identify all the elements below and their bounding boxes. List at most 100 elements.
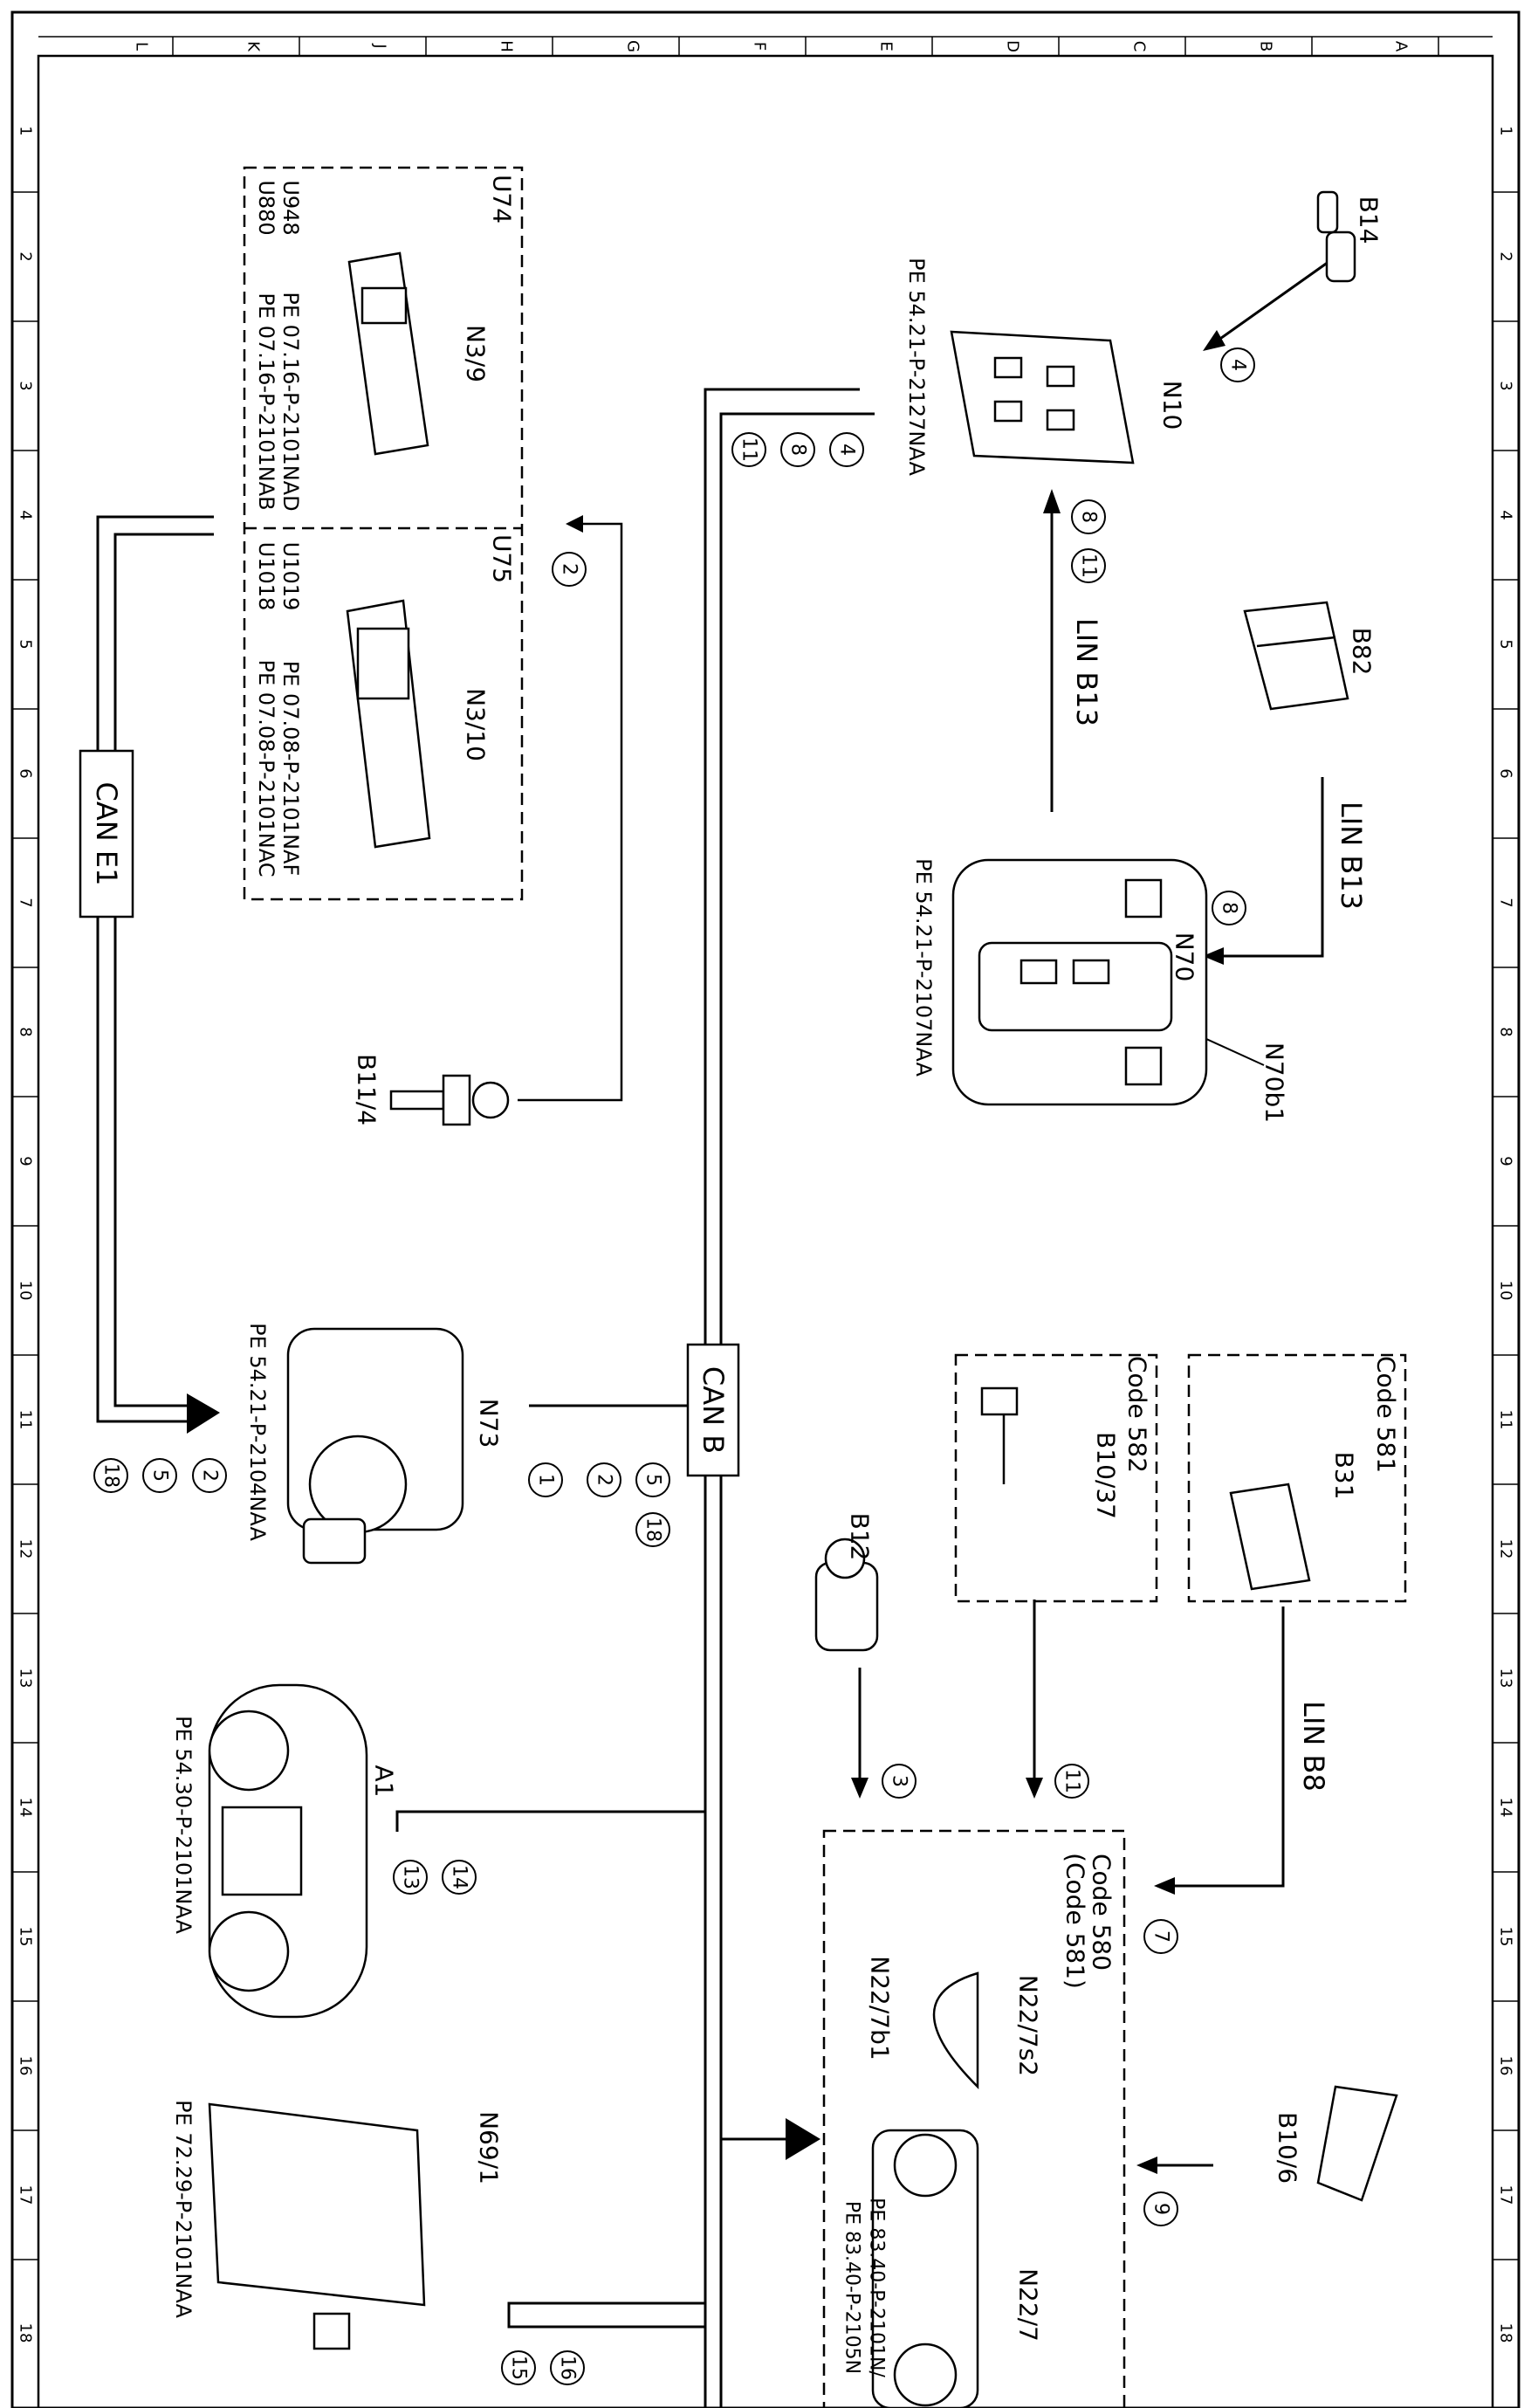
hvac-code-580-box xyxy=(822,1829,1126,2408)
bus-labels: CAN B CAN E1 LIN B13 LIN B13 LIN B8 xyxy=(79,618,1368,1792)
arrow-heads xyxy=(187,330,1225,2174)
n22-7-ref-1: PE 83.40-P-2101N/ xyxy=(866,2198,888,2377)
b11-4-sensor xyxy=(389,1074,510,1126)
row-labels-right: 1 2 3 4 5 6 7 8 9 10 11 12 13 14 15 16 1… xyxy=(1497,126,1515,2343)
signal-11-b10-37: 11 xyxy=(1054,1764,1089,1799)
row-label: 17 xyxy=(17,2185,35,2205)
svg-text:2: 2 xyxy=(594,1474,615,1486)
row-label: 6 xyxy=(17,768,35,778)
can-b-bus-line xyxy=(704,388,860,2408)
b10-6-label: B10/6 xyxy=(1274,2112,1302,2184)
b14-label: B14 xyxy=(1355,196,1383,244)
can-e1-bus-line-2 xyxy=(113,533,214,1407)
svg-text:13: 13 xyxy=(400,1865,422,1889)
row-label: 18 xyxy=(17,2323,35,2343)
col-label: G xyxy=(624,40,642,52)
signal-14-a1: 14 xyxy=(442,1860,477,1895)
u1019-doc-ref: PE 07.08-P-2101NAF xyxy=(278,661,303,877)
row-dividers xyxy=(12,191,1519,2260)
n22-7s2-switch xyxy=(932,1971,979,2090)
row-label: 16 xyxy=(1497,2056,1515,2076)
arrowhead-b10-37 xyxy=(1026,1778,1043,1799)
row-label: 15 xyxy=(1497,1927,1515,1947)
signal-2-can-e1: 2 xyxy=(192,1458,227,1493)
n69-1-can-b-branch xyxy=(507,2301,705,2329)
row-label: 13 xyxy=(1497,1668,1515,1689)
row-label: 1 xyxy=(17,126,35,135)
svg-text:2: 2 xyxy=(559,563,580,575)
svg-text:8: 8 xyxy=(787,444,809,456)
b10-37-label: B10/37 xyxy=(1092,1432,1121,1519)
n22-7-ref-2: PE 83.40-P-2105N xyxy=(841,2201,863,2374)
row-label: 9 xyxy=(1497,1156,1515,1166)
svg-text:18: 18 xyxy=(642,1517,664,1542)
svg-text:3: 3 xyxy=(889,1775,910,1787)
row-label: 18 xyxy=(1497,2323,1515,2343)
svg-text:15: 15 xyxy=(508,2356,530,2380)
signal-8-lin: 8 xyxy=(1071,499,1106,534)
column-labels: L K J H G F E D C B A xyxy=(133,40,1411,52)
col-label: C xyxy=(1130,41,1149,52)
row-label: 2 xyxy=(1497,251,1515,261)
signal-4-b14: 4 xyxy=(1220,347,1255,382)
b82-to-n70-lin-line xyxy=(1218,777,1324,958)
svg-text:1: 1 xyxy=(535,1474,557,1486)
n73-label: N73 xyxy=(475,1399,504,1448)
col-label: J xyxy=(371,43,389,48)
signal-3-b12: 3 xyxy=(882,1764,917,1799)
row-label: 12 xyxy=(17,1539,35,1559)
b10-6-sensor xyxy=(1316,2085,1398,2202)
signal-15-n69-1: 15 xyxy=(501,2350,536,2385)
signal-18-n73: 18 xyxy=(635,1512,670,1547)
svg-text:11: 11 xyxy=(738,437,760,462)
row-label: 8 xyxy=(17,1027,35,1036)
component-drawings xyxy=(208,190,1398,2408)
signal-18-can-e1: 18 xyxy=(93,1458,128,1493)
row-label: 6 xyxy=(1497,768,1515,778)
n22-7-hvac-panel xyxy=(871,2129,979,2408)
u948-doc-ref: PE 07.16-P-2101NAD xyxy=(278,292,303,511)
signal-8-n70: 8 xyxy=(1212,891,1246,925)
row-label: 4 xyxy=(17,510,35,519)
n69-1-label: N69/1 xyxy=(475,2111,504,2184)
arrowhead-can-b-n22-7 xyxy=(786,2118,820,2160)
signal-11-lin: 11 xyxy=(1071,548,1106,583)
svg-text:9: 9 xyxy=(1150,2203,1172,2215)
arrowhead-can-e1-n73 xyxy=(187,1393,220,1434)
svg-text:14: 14 xyxy=(449,1865,470,1889)
arrowhead-b11-u75 xyxy=(566,515,583,533)
col-label: L xyxy=(133,42,151,51)
row-label: 3 xyxy=(1497,381,1515,390)
svg-text:16: 16 xyxy=(557,2356,579,2380)
row-label: 14 xyxy=(1497,1798,1515,1818)
row-labels-left: 1 2 3 4 5 6 7 8 9 10 11 12 13 14 15 16 1… xyxy=(17,126,35,2343)
b12-sensor xyxy=(814,1538,879,1652)
n10-module xyxy=(950,330,1135,464)
n73-ref: PE 54.21-P-2104NAA xyxy=(245,1323,270,1541)
signal-1-n73: 1 xyxy=(528,1462,563,1497)
svg-text:11: 11 xyxy=(1061,1769,1083,1793)
svg-text:4: 4 xyxy=(836,444,858,456)
code-581-box xyxy=(1187,1353,1407,1603)
n22-7-label: N22/7 xyxy=(1014,2268,1043,2342)
u880-doc-ref: PE 07.16-P-2101NAB xyxy=(254,292,278,510)
b82-label: B82 xyxy=(1348,628,1377,676)
n70-ref: PE 54.21-P-2107NAA xyxy=(911,858,936,1077)
n73-ignition-switch xyxy=(286,1327,464,1565)
row-label: 2 xyxy=(17,251,35,261)
wires xyxy=(96,260,1329,2408)
svg-text:8: 8 xyxy=(1219,902,1240,914)
n70b1-label: N70b1 xyxy=(1260,1042,1289,1123)
signal-2-n73: 2 xyxy=(587,1462,621,1497)
n22-7b1-label: N22/7b1 xyxy=(866,1956,895,2060)
row-label: 15 xyxy=(17,1927,35,1947)
b31-to-n22-7-lin-line xyxy=(1170,1606,1285,1888)
lin-b13-label-side: LIN B13 xyxy=(1335,802,1368,910)
row-label: 16 xyxy=(17,2056,35,2076)
code-581-label: Code 581 xyxy=(1372,1356,1401,1473)
signal-7-hvac: 7 xyxy=(1143,1919,1178,1954)
arrowhead-lin-n70 xyxy=(1203,947,1224,965)
row-label: 8 xyxy=(1497,1027,1515,1036)
b14-to-n10-line xyxy=(1217,260,1329,342)
b10-37-sensor xyxy=(980,1386,1019,1484)
